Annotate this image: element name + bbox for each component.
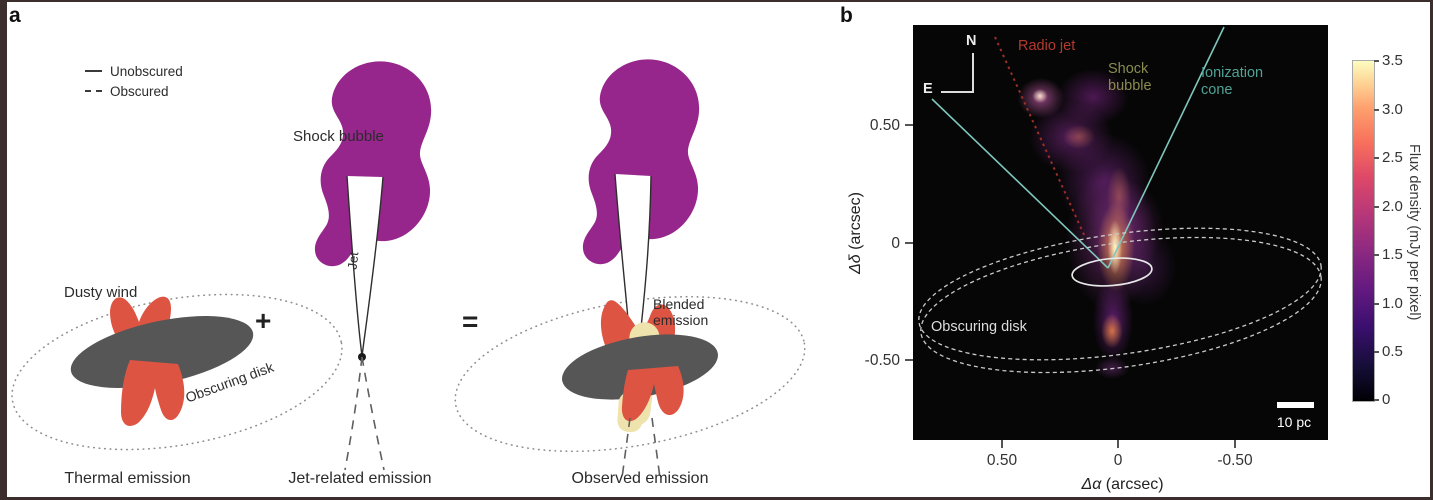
colorbar-tick-label: 0 [1382,391,1391,408]
obscuring-disk-annotation: Obscuring disk [931,319,1027,335]
observed-jet-edge-right [640,175,652,329]
x-axis-title: Δα (arcsec) [1055,476,1190,494]
legend-unobscured-label: Unobscured [110,63,183,79]
colorbar-tick-label: 3.0 [1382,101,1403,118]
obscuring-disk-dashed-outer [918,227,1322,361]
ionization-cone-line-right [1107,26,1225,269]
x-tick-mark [1234,440,1236,448]
observed-dotted-ellipse [454,295,806,453]
colorbar-title: Flux density (mJy per pixel) [1406,143,1422,321]
obscured-jet-left [344,356,363,471]
ionization-cone-line-left [931,98,1109,269]
nuclear-ellipse [1071,257,1153,287]
y-tick-label: 0 [891,235,900,252]
compass-east-label: E [923,81,933,97]
obscuring-disk-shape [70,316,254,388]
colorbar-tick [1374,157,1379,159]
radio-jet-label: Radio jet [1018,38,1076,54]
observed-obscured-right [651,417,661,479]
obscuring-disk-dashed-inner [920,236,1322,374]
thermal-dotted-ellipse [11,293,343,451]
legend-row-unobscured: Unobscured [85,61,183,81]
panel-b-letter: b [840,4,853,27]
observed-obscured-left [621,417,631,479]
colorbar-tick-label: 3.5 [1382,52,1403,69]
blended-emission-label: Blended emission [653,296,709,329]
y-axis-symbol: Δδ [847,254,864,274]
plus-operator: + [255,305,272,336]
colorbar [1352,60,1375,402]
colorbar-tick [1374,351,1379,353]
equals-operator: = [462,306,479,337]
x-tick-mark [1001,440,1003,448]
y-tick-mark [905,124,913,126]
y-tick-label: 0.50 [869,117,900,134]
colorbar-tick [1374,303,1379,305]
jet-cone-edge-left [346,175,363,357]
panel-a-diagram [11,59,806,479]
y-tick-mark [905,242,913,244]
caption-thermal-emission: Thermal emission [64,470,191,487]
x-tick-label: 0 [1113,452,1123,469]
colorbar-tick-label: 1.5 [1382,246,1403,263]
observed-dusty-wind-bottom [621,366,684,422]
shock-bubble-annotation: Shock bubble [1108,61,1152,94]
colorbar-tick-label: 1.0 [1382,295,1403,312]
colorbar-tick [1374,60,1379,62]
y-tick-label: -0.50 [864,352,900,369]
jet-label: Jet [344,251,362,271]
legend-obscured-label: Obscured [110,83,169,99]
colorbar-tick [1374,109,1379,111]
scale-bar [1277,402,1314,408]
colorbar-tick [1374,254,1379,256]
solid-line-sample [85,70,102,72]
dusty-wind-bottom [121,360,185,426]
x-axis-unit: (arcsec) [1105,476,1164,493]
compass-north-label: N [966,33,977,49]
observed-shock-bubble-shape [582,59,700,265]
jet-cone-fill [347,176,383,356]
legend: Unobscured Obscured [85,61,183,101]
obscured-jet-right [361,356,385,471]
jet-cone-edge-right [361,176,384,357]
x-axis-symbol: Δα [1081,476,1102,493]
y-axis-title: Δδ (arcsec) [847,192,865,274]
radio-jet-dotted-line [994,36,1086,238]
shock-bubble-shape [314,61,432,267]
x-tick-mark [1117,440,1119,448]
legend-row-obscured: Obscured [85,81,183,101]
ionization-cone-annotation: Ionization cone [1201,65,1264,98]
compass-lines [941,53,974,93]
dashed-line-sample [85,90,102,92]
caption-observed-emission: Observed emission [571,470,709,487]
y-tick-mark [905,359,913,361]
flux-map-plot: N E Radio jet Shock bubble Ionization co… [913,25,1328,440]
plot-overlay [918,26,1322,374]
x-tick-label: 0.50 [986,452,1018,469]
colorbar-tick [1374,206,1379,208]
colorbar-tick-label: 2.5 [1382,149,1403,166]
dusty-wind-label: Dusty wind [64,284,138,301]
colorbar-tick-label: 2.0 [1382,198,1403,215]
caption-jet-related-emission: Jet-related emission [288,470,432,487]
colorbar-tick-label: 0.5 [1382,343,1403,360]
observed-jet-cone-fill [615,174,651,330]
colorbar-tick [1374,399,1379,401]
x-tick-label: -0.50 [1217,452,1253,469]
shock-bubble-label: Shock bubble [293,128,384,145]
y-axis-unit: (arcsec) [847,192,864,250]
panel-a-letter: a [9,4,21,27]
scale-bar-label: 10 pc [1276,414,1312,430]
